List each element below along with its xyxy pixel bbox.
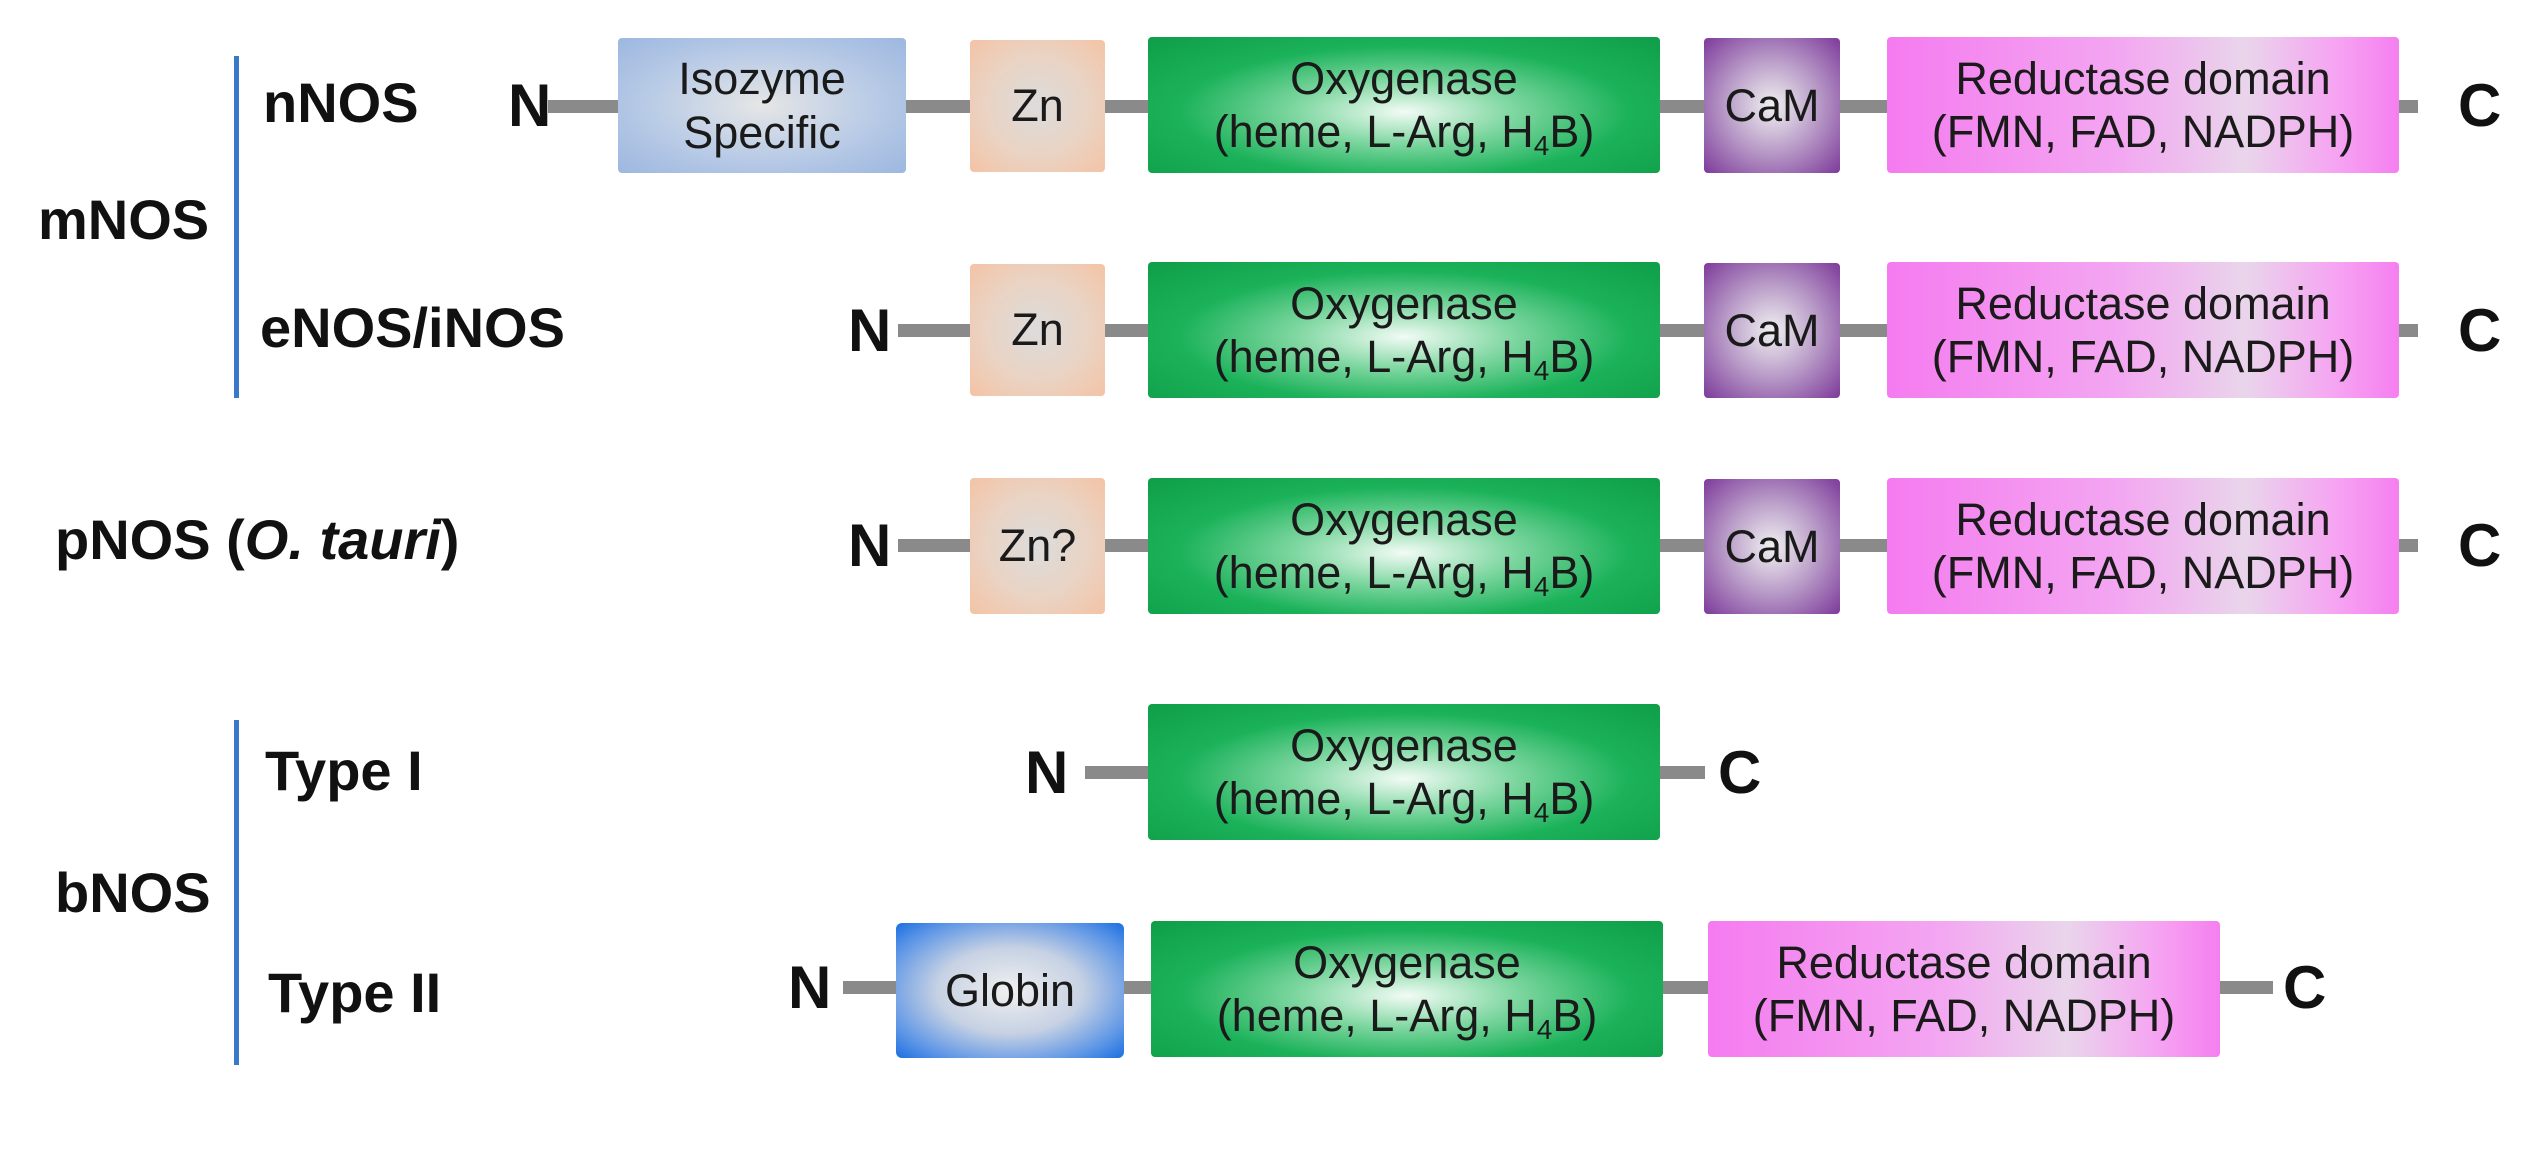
row-label-type-ii: Type II [268,961,442,1024]
n-terminus-type-ii: N [788,954,832,1021]
row-label-nnos: nNOS [263,71,419,134]
n-terminus-type-i: N [1025,739,1069,806]
oxygenase-label-line1: Oxygenase [1290,277,1518,329]
zn-label: Zn [1011,304,1064,356]
isozyme-specific-domain: Isozyme Specific [618,38,906,173]
oxygenase-domain: Oxygenase (heme, L-Arg, H4B) [1148,262,1660,398]
reductase-label-line1: Reductase domain [1955,277,2331,329]
n-terminus-pnos: N [848,512,892,579]
oxygenase-label-line1: Oxygenase [1293,936,1521,988]
reductase-domain: Reductase domain (FMN, FAD, NADPH) [1887,262,2399,398]
n-terminus-enos: N [848,297,892,364]
oxygenase-label-line1: Oxygenase [1290,493,1518,545]
row-label-pnos: pNOS (O. tauri) [55,508,460,571]
reductase-label-line1: Reductase domain [1955,493,2331,545]
zn-domain: Zn [970,40,1105,172]
oxygenase-domain: Oxygenase (heme, L-Arg, H4B) [1148,704,1660,840]
reductase-label-line1: Reductase domain [1955,52,2331,104]
bnos-bracket [234,720,239,1065]
oxygenase-label-line2: (heme, L-Arg, H4B) [1213,773,1595,828]
cam-domain: CaM [1704,38,1840,173]
oxygenase-label-line2: (heme, L-Arg, H4B) [1213,331,1595,386]
c-terminus-pnos: C [2458,512,2502,579]
oxygenase-domain: Oxygenase (heme, L-Arg, H4B) [1148,37,1660,173]
group-label-mnos: mNOS [38,188,210,251]
oxygenase-label-line1: Oxygenase [1290,52,1518,104]
globin-domain: Globin [896,923,1124,1058]
oxygenase-label-line2: (heme, L-Arg, H4B) [1216,990,1598,1045]
mnos-bracket [234,56,239,398]
reductase-domain: Reductase domain (FMN, FAD, NADPH) [1887,478,2399,614]
globin-label: Globin [944,964,1076,1016]
species-name: O. tauri [244,508,441,571]
isozyme-label-line1: Isozyme [678,53,846,105]
zn-question-label: Zn? [998,520,1077,572]
reductase-domain: Reductase domain (FMN, FAD, NADPH) [1708,921,2220,1057]
c-terminus-type-ii: C [2283,954,2327,1021]
cam-label: CaM [1724,520,1820,572]
cam-label: CaM [1724,79,1820,131]
c-terminus-nnos: C [2458,72,2502,139]
row-label-enos-inos: eNOS/iNOS [260,296,565,359]
oxygenase-label-line1: Oxygenase [1290,719,1518,771]
zn-label: Zn [1011,80,1064,132]
row-label-type-i: Type I [265,739,423,802]
oxygenase-domain: Oxygenase (heme, L-Arg, H4B) [1151,921,1663,1057]
oxygenase-domain: Oxygenase (heme, L-Arg, H4B) [1148,478,1660,614]
oxygenase-label-line2: (heme, L-Arg, H4B) [1213,106,1595,161]
isozyme-label-line2: Specific [683,106,841,158]
oxygenase-label-line2: (heme, L-Arg, H4B) [1213,547,1595,602]
reductase-label-line1: Reductase domain [1776,936,2152,988]
group-label-bnos: bNOS [55,861,211,924]
reductase-label-line2: (FMN, FAD, NADPH) [1752,990,2176,1041]
cam-domain: CaM [1704,263,1840,398]
cam-domain: CaM [1704,479,1840,614]
zn-domain: Zn [970,264,1105,396]
reductase-label-line2: (FMN, FAD, NADPH) [1931,331,2355,382]
cam-label: CaM [1724,304,1820,356]
c-terminus-enos: C [2458,297,2502,364]
n-terminus-nnos: N [508,72,552,139]
reductase-domain: Reductase domain (FMN, FAD, NADPH) [1887,37,2399,173]
reductase-label-line2: (FMN, FAD, NADPH) [1931,106,2355,157]
reductase-label-line2: (FMN, FAD, NADPH) [1931,547,2355,598]
zn-question-domain: Zn? [970,478,1105,614]
c-terminus-type-i: C [1718,739,1762,806]
